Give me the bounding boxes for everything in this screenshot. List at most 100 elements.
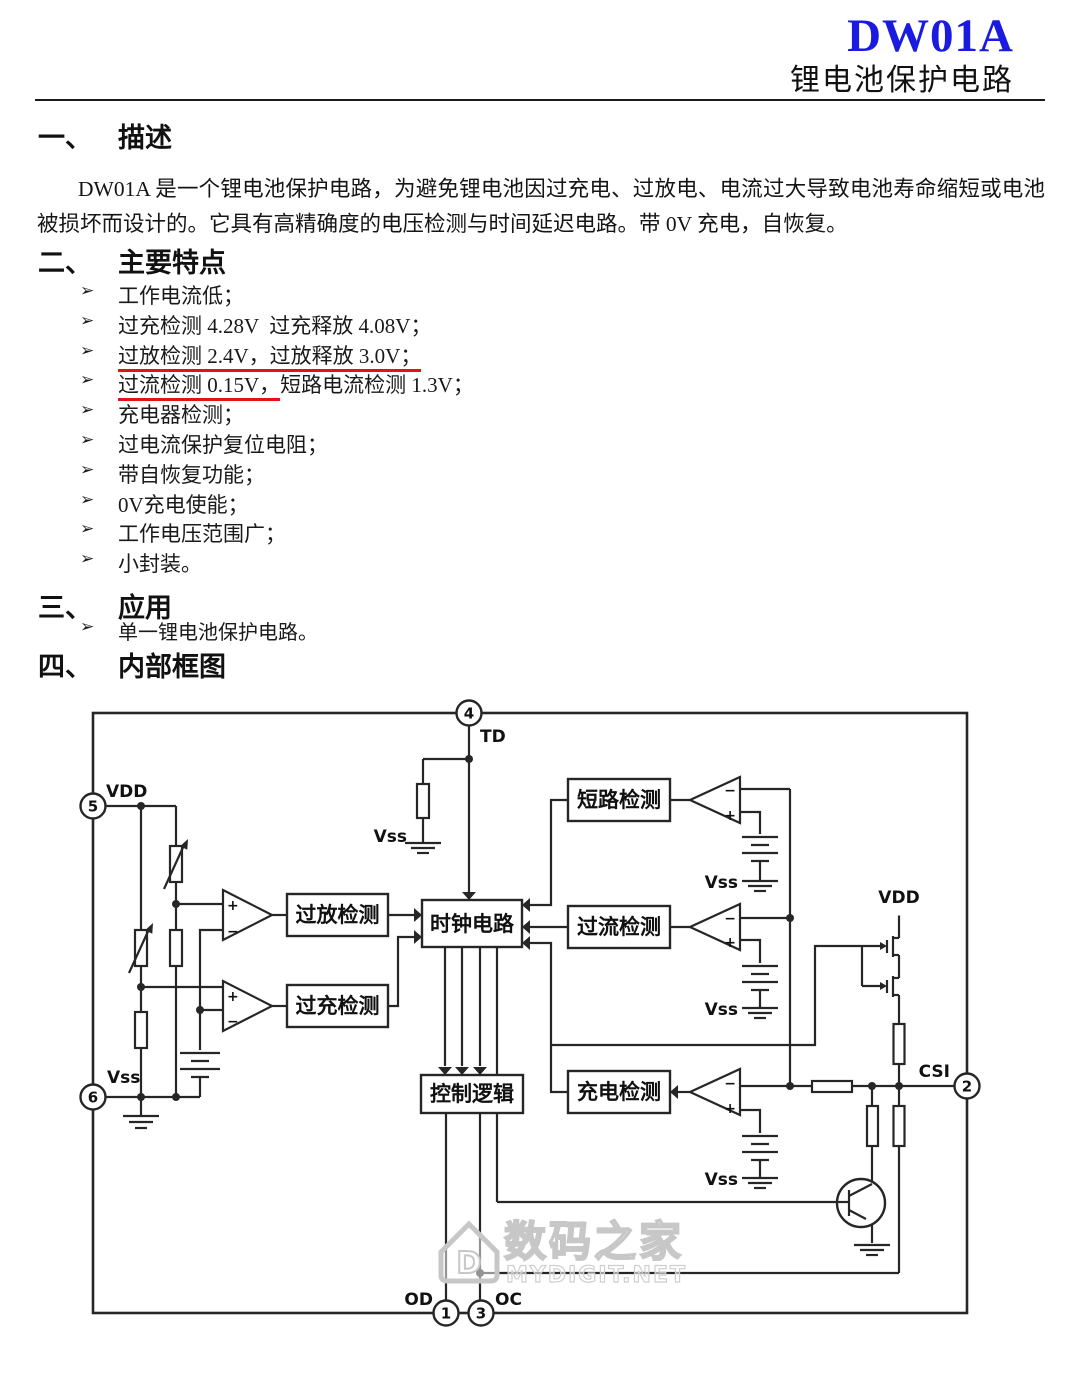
feature-item: ➢带自恢复功能；: [80, 459, 265, 487]
svg-text:−: −: [724, 911, 736, 927]
reference-battery-left: [180, 1051, 220, 1079]
npn-transistor: [835, 1177, 887, 1229]
svg-text:TD: TD: [480, 727, 506, 747]
feature-item: ➢过电流保护复位电阻；: [80, 429, 328, 457]
feature-item: ➢过充检测 4.28V 过充释放 4.08V；: [80, 310, 432, 338]
bullet-arrow-icon: ➢: [80, 340, 95, 361]
reference-battery-charge: [742, 1134, 778, 1162]
svg-text:−: −: [724, 783, 736, 799]
svg-text:过流检测: 过流检测: [577, 915, 661, 939]
fixed-resistor-2: [133, 1010, 149, 1050]
section-4-heading: 四、 内部框图: [38, 652, 226, 682]
bullet-arrow-icon: ➢: [80, 617, 95, 637]
svg-text:+: +: [227, 898, 239, 914]
feature-item: ➢工作电流低；: [80, 281, 244, 308]
svg-text:充电检测: 充电检测: [577, 1080, 661, 1104]
svg-text:控制逻辑: 控制逻辑: [430, 1082, 514, 1106]
pmos-pair: [885, 906, 904, 997]
svg-text:短路检测: 短路检测: [577, 788, 661, 812]
junction-dots: [137, 755, 903, 1277]
svg-text:+: +: [724, 935, 736, 951]
pin-5-vdd: 5 VDD: [79, 782, 147, 820]
bullet-arrow-icon: ➢: [80, 549, 95, 570]
ground-transistor: [854, 1243, 890, 1257]
svg-text:时钟电路: 时钟电路: [430, 912, 515, 936]
svg-text:5: 5: [88, 798, 98, 816]
feature-list: ➢工作电流低； ➢过充检测 4.28V 过充释放 4.08V； ➢过放检测 2.…: [0, 280, 1080, 578]
ground-charge: [742, 1176, 778, 1190]
svg-text:2: 2: [962, 1078, 972, 1096]
section-3-heading: 三、 应用: [38, 593, 172, 623]
battery-symbols: [180, 835, 778, 1162]
pin-6-vss: 6 Vss: [79, 1068, 140, 1111]
internal-block-diagram: + − + − − + − + − +: [79, 699, 981, 1327]
comparator-overdischarge: + −: [221, 888, 275, 942]
section-2-heading: 二、 主要特点: [38, 248, 226, 278]
block-overdischarge-detect: 过放检测: [285, 892, 390, 938]
csi-series-resistor: [810, 1079, 854, 1094]
reference-battery-short-circuit: [742, 835, 778, 863]
product-subtitle: 锂电池保护电路: [790, 64, 1014, 97]
bullet-arrow-icon: ➢: [80, 459, 95, 480]
svg-text:CSI: CSI: [919, 1062, 950, 1082]
svg-text:OC: OC: [495, 1290, 522, 1310]
net-labels: Vss Vss Vss Vss VDD: [374, 827, 920, 1190]
vdd-terminal: [894, 906, 904, 916]
watermark: D 数码之家 MYDIGIT.NET: [438, 1216, 687, 1289]
svg-text:VDD: VDD: [106, 782, 147, 802]
bullet-arrow-icon: ➢: [80, 281, 95, 301]
vss-label-overcurrent: Vss: [705, 1000, 738, 1020]
mosfet-load-resistor: [892, 1022, 906, 1066]
feature-item: ➢过放检测 2.4V，过放释放 3.0V；: [0, 340, 1080, 372]
header: DW01A 锂电池保护电路: [790, 12, 1014, 98]
description-paragraph: DW01A 是一个锂电池保护电路，为避免锂电池因过充电、过放电、电流过大导致电池…: [37, 177, 1045, 236]
svg-text:3: 3: [476, 1305, 486, 1323]
ground-short-circuit: [742, 879, 778, 893]
comparator-overcharge: + −: [221, 979, 275, 1033]
svg-text:−: −: [227, 924, 239, 940]
header-rule: [35, 99, 1045, 101]
svg-text:6: 6: [88, 1089, 98, 1107]
bullet-arrow-icon: ➢: [80, 489, 95, 510]
function-blocks: 时钟电路 控制逻辑 过放检测 过充检测 短路检测 过流检测: [285, 777, 672, 1115]
svg-text:−: −: [227, 1014, 239, 1030]
fixed-resistor-1: [168, 928, 184, 968]
feature-item: ➢小封装。: [80, 549, 202, 577]
svg-text:1: 1: [441, 1305, 451, 1323]
svg-text:过充检测: 过充检测: [296, 994, 380, 1018]
collector-resistor: [865, 1104, 880, 1148]
block-overcharge-detect: 过充检测: [285, 983, 390, 1029]
bullet-arrow-icon: ➢: [80, 370, 95, 391]
svg-text:−: −: [724, 1076, 736, 1092]
svg-text:+: +: [724, 1101, 736, 1117]
svg-text:Vss: Vss: [107, 1068, 140, 1088]
vss-label-charge: Vss: [705, 1170, 738, 1190]
comparator-overcurrent: − +: [687, 902, 742, 952]
block-overcurrent-detect: 过流检测: [566, 904, 672, 950]
bullet-arrow-icon: ➢: [80, 429, 95, 450]
ground-td: [405, 841, 441, 855]
watermark-subtext: MYDIGIT.NET: [506, 1263, 687, 1288]
svg-text:D: D: [457, 1246, 482, 1281]
application-item: ➢单一锂电池保护电路。: [80, 617, 318, 644]
feature-item: ➢工作电压范围广；: [80, 519, 286, 547]
section-1-heading: 一、 描述: [38, 123, 172, 153]
reference-battery-overcurrent: [742, 964, 778, 992]
block-control-logic: 控制逻辑: [419, 1073, 525, 1115]
csi-pulldown-resistor: [892, 1104, 906, 1148]
ground-symbols: [123, 841, 890, 1257]
watermark-house-icon: [438, 1220, 500, 1284]
block-charge-detect: 充电检测: [566, 1069, 672, 1115]
td-resistor: [415, 782, 431, 820]
watermark-text: 数码之家: [504, 1217, 684, 1266]
block-short-circuit-detect: 短路检测: [566, 777, 672, 823]
pin-2-csi: 2 CSI: [919, 1062, 981, 1100]
svg-text:+: +: [227, 989, 239, 1005]
bullet-arrow-icon: ➢: [80, 310, 95, 331]
product-title: DW01A: [847, 10, 1014, 62]
svg-text:+: +: [724, 808, 736, 824]
ground-overcurrent: [742, 1006, 778, 1020]
pin-4-td: 4 TD: [455, 699, 506, 747]
block-clock-circuit: 时钟电路: [420, 898, 524, 949]
